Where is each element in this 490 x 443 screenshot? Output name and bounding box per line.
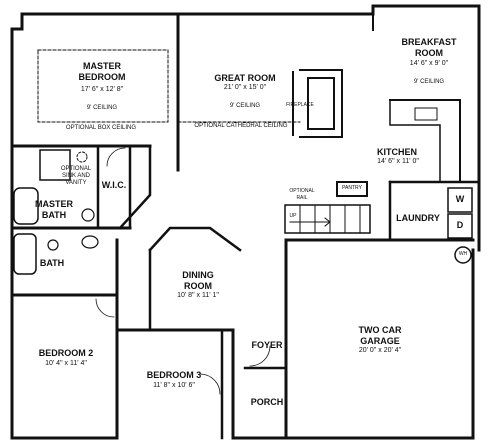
water-heater-label: WH xyxy=(458,251,468,257)
kitchen-counter-return xyxy=(389,99,441,183)
door-swing-wic xyxy=(106,147,126,167)
kitchen-counter xyxy=(389,99,461,183)
great-room-name: GREAT ROOM xyxy=(214,73,276,83)
kitchen-dims: 14' 6" x 11' 0" xyxy=(377,158,419,165)
wic-name: W.I.C. xyxy=(101,180,127,190)
bedroom-2-name: BEDROOM 2 xyxy=(38,348,94,358)
master-bath-name-1: MASTER xyxy=(35,199,73,209)
laundry-name: LAUNDRY xyxy=(396,213,440,223)
stair-optional-1: OPTIONAL xyxy=(289,188,315,194)
master-bedroom-ceiling: 9' CEILING xyxy=(86,105,118,111)
wall-hall-angled xyxy=(118,144,152,230)
stair-arrow xyxy=(289,217,331,227)
master-bedroom-dims: 17' 6" x 12' 8" xyxy=(80,86,124,93)
washer xyxy=(447,187,473,213)
dining-room-name-2: ROOM xyxy=(184,281,212,291)
master-bath-name-2: BATH xyxy=(41,210,67,220)
tub-master-bath xyxy=(13,187,39,225)
garage-name-2: GARAGE xyxy=(360,336,400,346)
toilet-master-bath xyxy=(81,208,95,222)
great-room-ceiling-option: OPTIONAL CATHEDRAL CEILING xyxy=(194,123,288,129)
wall-dining-outline xyxy=(148,226,242,252)
box-ceiling-outline xyxy=(37,49,169,123)
great-room-dims: 21' 0" x 15' 0" xyxy=(223,84,267,91)
breakfast-room-name-1: BREAKFAST xyxy=(401,37,457,47)
master-bedroom-name-1: MASTER xyxy=(83,61,121,71)
stair xyxy=(284,204,371,234)
pantry-closet xyxy=(336,181,368,197)
bedroom-3-dims: 11' 8" x 10' 6" xyxy=(153,382,195,389)
pantry-label: PANTRY xyxy=(342,185,362,191)
stair-optional-2: RAIL xyxy=(296,195,308,201)
garage-dims: 20' 0" x 20' 4" xyxy=(358,347,402,354)
kitchen-name: KITCHEN xyxy=(377,147,417,157)
sink-option-1: OPTIONAL xyxy=(60,166,92,172)
master-bedroom-ceiling-option: OPTIONAL BOX CEILING xyxy=(65,125,137,131)
sink-option-2: SINK AND xyxy=(61,173,90,179)
washer-label: W xyxy=(455,194,465,204)
sink-optional xyxy=(76,151,88,163)
fireplace-label: FIREPLACE xyxy=(286,102,314,108)
toilet-bath xyxy=(47,239,59,251)
breakfast-room-dims: 14' 6" x 9' 0" xyxy=(409,60,449,67)
shower-master-bath xyxy=(39,149,71,181)
exterior-wall-top-left xyxy=(20,12,375,31)
porch-name: PORCH xyxy=(250,397,284,407)
foyer-name: FOYER xyxy=(251,340,283,350)
garage-name-1: TWO CAR xyxy=(358,325,402,335)
kitchen-island xyxy=(414,107,438,121)
tub-bath xyxy=(13,233,37,275)
dryer xyxy=(447,213,473,239)
great-room-ceiling: 9' CEILING xyxy=(229,103,261,109)
bedroom-2-dims: 10' 4" x 11' 4" xyxy=(45,360,87,367)
bedroom-3-name: BEDROOM 3 xyxy=(146,370,202,380)
exterior-wall-top-right xyxy=(371,4,481,252)
breakfast-room-name-2: ROOM xyxy=(415,48,443,58)
fireplace-hearth xyxy=(299,69,343,138)
dining-room-dims: 10' 8" x 11' 1" xyxy=(177,292,219,299)
master-bedroom-name-2: BEDROOM xyxy=(78,72,126,82)
sink-bath xyxy=(81,235,99,249)
door-swing-bedroom3 xyxy=(199,373,221,395)
door-swing-bedroom2 xyxy=(95,298,115,318)
sink-option-3: VANITY xyxy=(65,180,87,186)
breakfast-room-ceiling: 9' CEILING xyxy=(413,79,445,85)
dining-room-name-1: DINING xyxy=(182,270,214,280)
water-heater xyxy=(454,246,472,264)
bath-name: BATH xyxy=(39,258,65,268)
door-swing-foyer xyxy=(249,345,271,367)
stair-direction: UP xyxy=(289,213,297,219)
stair-treads xyxy=(299,204,361,234)
dryer-label: D xyxy=(456,220,464,230)
